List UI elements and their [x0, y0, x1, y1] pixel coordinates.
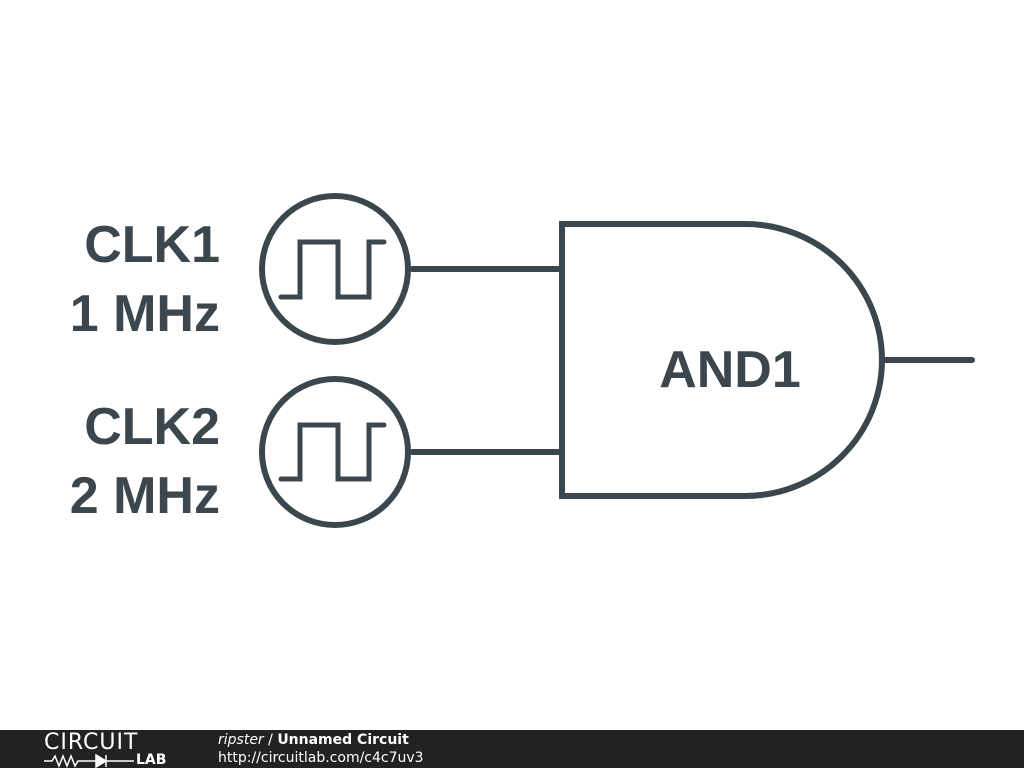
- clk1-frequency-label: 1 MHz: [70, 285, 220, 343]
- and1-label: AND1: [659, 341, 801, 399]
- logo-wordmark-top: CIRCUIT: [44, 730, 139, 755]
- clk2-source-circle: [259, 376, 411, 528]
- circuit-url[interactable]: http://circuitlab.com/c4c7uv3: [218, 750, 424, 766]
- clk1-name-label: CLK1: [84, 216, 220, 274]
- footer-bar: CIRCUIT LAB ripster / Unnamed Circuit ht…: [0, 730, 1024, 768]
- clk2-frequency-label: 2 MHz: [70, 467, 220, 525]
- logo-wordmark-bottom: LAB: [136, 752, 167, 768]
- author-link[interactable]: ripster: [218, 732, 264, 748]
- circuitlab-logo[interactable]: CIRCUIT LAB: [44, 732, 178, 768]
- clk1-source[interactable]: [259, 193, 411, 345]
- resistor-diode-icon: [44, 754, 134, 768]
- circuit-schematic: CLK1 1 MHz CLK2 2 MHz AND1: [70, 193, 975, 528]
- clk2-source[interactable]: [259, 376, 411, 528]
- circuit-meta: ripster / Unnamed Circuit: [218, 732, 409, 749]
- and-gate-body[interactable]: [559, 221, 885, 499]
- square-wave-icon: [278, 422, 387, 482]
- circuit-title[interactable]: Unnamed Circuit: [277, 732, 409, 748]
- clk2-name-label: CLK2: [84, 398, 220, 456]
- title-separator: /: [263, 732, 278, 748]
- clk1-source-circle: [259, 193, 411, 345]
- square-wave-icon: [278, 239, 387, 300]
